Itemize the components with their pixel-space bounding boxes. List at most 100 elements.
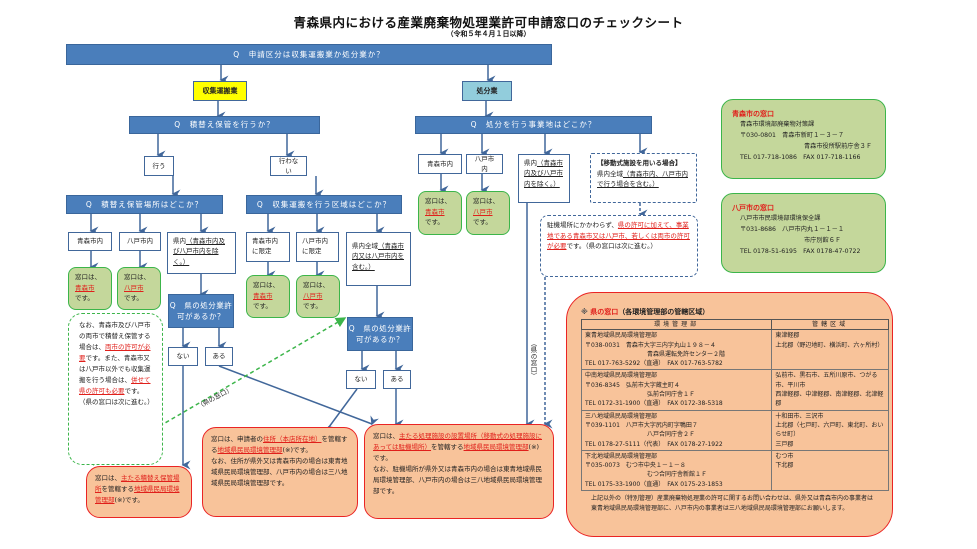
window-text: を管轄する bbox=[101, 485, 135, 494]
option-disposal-aomori[interactable]: 青森市内 bbox=[418, 154, 462, 174]
window-aomori-city-2: 窓口は、 青森市 です。 bbox=[246, 275, 290, 318]
office-address: 〒035-0073 むつ市中央１－１－８ bbox=[585, 462, 686, 470]
question-pref-permit-2: Q 県の処分業許可があるか？ bbox=[347, 317, 413, 351]
option-permit-no-2[interactable]: ない bbox=[346, 370, 376, 389]
window-text: です。 bbox=[253, 302, 272, 311]
window-aomori-city: 窓口は、 青森市 です。 bbox=[68, 267, 112, 310]
window-city-name: 八戸市 bbox=[303, 291, 323, 300]
prefecture-offices-heading: ※ 県の窓口（各環境管理部の管轄区域） bbox=[581, 307, 880, 317]
option-label: 県内全域 bbox=[597, 169, 623, 178]
window-highlight: 地域県民局環境管理部 bbox=[463, 443, 529, 452]
heading-red: 県の窓口 bbox=[590, 308, 619, 316]
option-storage-aomori[interactable]: 青森市内 bbox=[68, 232, 112, 251]
office-cell: 三八地域県民局環境管理部 〒039-1101 八戸市大字尻内町字鴨田７ 八戸合同… bbox=[580, 409, 773, 451]
table-row: 三八地域県民局環境管理部 〒039-1101 八戸市大字尻内町字鴨田７ 八戸合同… bbox=[580, 409, 889, 451]
window-text: 窓口は、 bbox=[303, 281, 329, 289]
arrow-nai-address-window bbox=[327, 388, 358, 436]
option-area-hachinohe[interactable]: 八戸市内に限定 bbox=[296, 232, 339, 262]
option-label: 県内 bbox=[524, 159, 537, 167]
window-text: なお、駐機場所が県外又は青森市内の場合は東青地域県民局環境管理部、八戸市内の場合… bbox=[373, 465, 542, 496]
option-permit-no-1[interactable]: ない bbox=[168, 347, 198, 366]
option-storage-no[interactable]: 行わない bbox=[270, 156, 307, 176]
question-transport-area: Q 収集運搬を行う区域はどこか？ bbox=[246, 195, 402, 214]
option-condition: （青森市内又は八戸市内を含む。） bbox=[352, 242, 404, 271]
office-phone: TEL 017-763-5292（直通） FAX 017-763-5782 bbox=[585, 360, 723, 368]
col-office: 環境管理部 bbox=[580, 318, 773, 331]
window-highlight: 地域県民局環境管理部 bbox=[217, 446, 283, 455]
option-permit-yes-1[interactable]: ある bbox=[205, 347, 233, 366]
office-building: 市庁別館６Ｆ bbox=[804, 236, 842, 244]
window-text: 窓口は、 bbox=[473, 197, 499, 205]
window-main-storage-site: 窓口は、主たる積替え保管場所を管轄する地域県民局環境管理部(※)です。 bbox=[86, 466, 192, 518]
option-storage-yes[interactable]: 行う bbox=[144, 156, 174, 176]
office-phone: TEL 017-718-1086 FAX 017-718-1166 bbox=[740, 153, 861, 161]
office-name: 中南地域県民局環境管理部 bbox=[585, 372, 658, 380]
question-main: Q 申請区分は収集運搬業か処分業か？ bbox=[66, 44, 552, 65]
note-text: 駐機場所にかかわらず、 bbox=[547, 221, 618, 229]
question-storage: Q 積替え保管を行うか？ bbox=[129, 116, 320, 134]
arrow-aru-facility-window bbox=[218, 365, 379, 426]
office-cell: 下北地域県民局環境管理部 〒035-0073 むつ市中央１－１－８ むつ合同庁舎… bbox=[580, 449, 773, 492]
office-name: 東青地域県民局環境管理部 bbox=[585, 332, 658, 340]
window-text: です。 bbox=[124, 294, 143, 303]
note-mobile-permit: 駐機場所にかかわらず、県の許可に加えて、事業地である青森市又は八戸市、若しくは両… bbox=[540, 215, 698, 277]
window-text: です。 bbox=[75, 294, 94, 303]
window-text: なお、住所が県外又は青森市内の場合は東青地域県民局環境管理部、八戸市内の場合は三… bbox=[211, 457, 348, 488]
area-cell: 十和田市、三沢市 上北郡（七戸町、六戸町、東北町、おいらせ町） 三戸郡 bbox=[771, 409, 889, 451]
window-text: 窓口は、 bbox=[75, 273, 101, 281]
office-dept: 青森市環境部廃棄物対策課 bbox=[740, 121, 815, 129]
note-storage-both-cities: なお、青森市及び八戸市の両市で積替え保管する場合は、両市の許可が必要です。また、… bbox=[68, 313, 163, 465]
office-building: 青森県運転免許センター２階 bbox=[647, 350, 726, 358]
note-highlight: 県の許可に加えて、事業地である青森市又は八戸市、若しくは両市の許可が必要 bbox=[547, 221, 690, 251]
option-storage-hachinohe[interactable]: 八戸市内 bbox=[119, 232, 161, 251]
option-area-prefecture[interactable]: 県内全域（青森市内又は八戸市内を含む。） bbox=[346, 232, 411, 286]
window-hachinohe-city-3: 窓口は、 八戸市 です。 bbox=[466, 191, 510, 235]
question-pref-permit-1: Q 県の処分業許可があるか？ bbox=[168, 294, 234, 328]
window-city-name: 青森市 bbox=[75, 283, 95, 292]
option-area-aomori[interactable]: 青森市内に限定 bbox=[246, 232, 290, 262]
window-highlight: 主たる積替え保管場所 bbox=[95, 474, 180, 494]
table-row: 下北地域県民局環境管理部 〒035-0073 むつ市中央１－１－８ むつ合同庁舎… bbox=[580, 449, 889, 492]
window-text: です。 bbox=[473, 218, 492, 227]
window-text: を管轄する bbox=[211, 435, 348, 455]
window-hachinohe-city-2: 窓口は、 八戸市 です。 bbox=[296, 275, 340, 318]
option-condition: （青森市内及び八戸市内を除く。） bbox=[524, 159, 563, 188]
office-building: 八戸合同庁舎２Ｆ bbox=[647, 431, 696, 439]
option-disposal-mobile[interactable]: 【移動式施設を用いる場合】 県内全域（青森市内、八戸市内で行う場合を含む。） bbox=[590, 153, 697, 203]
office-heading: 青森市の窓口 bbox=[732, 110, 774, 118]
window-city-name: 青森市 bbox=[253, 291, 273, 300]
option-disposal-prefecture[interactable]: 県内（青森市内及び八戸市内を除く。） bbox=[518, 154, 570, 203]
office-name: 下北地域県民局環境管理部 bbox=[585, 452, 658, 460]
note-text: です。また、青森市又は八戸市以外でも収集運搬を行う場合は、 bbox=[79, 354, 151, 385]
category-collect-transport[interactable]: 収集運搬業 bbox=[193, 81, 247, 101]
office-hachinohe-city: 八戸市の窓口 八戸市市民環境部環境保全課 〒031-8686 八戸市内丸１－１－… bbox=[721, 193, 886, 273]
office-building: 青森市役所駅前庁舎３Ｆ bbox=[804, 142, 873, 150]
note-text: です。（県の窓口は次に進む。） bbox=[79, 387, 154, 407]
window-text: 窓口は、 bbox=[124, 273, 150, 281]
window-highlight: 住所（本店所在地） bbox=[263, 435, 322, 443]
table-row: 中南地域県民局環境管理部 〒036-8345 弘前市大字蔵主町４ 弘前合同庁舎１… bbox=[580, 369, 889, 411]
question-storage-place: Q 積替え保管場所はどこか？ bbox=[66, 195, 223, 214]
area-cell: むつ市 下北郡 bbox=[771, 449, 889, 492]
area-cell: 東津軽郡 上北郡（野辺地町、横浜町、六ヶ所村） bbox=[771, 329, 889, 371]
window-hachinohe-city: 窓口は、 八戸市 です。 bbox=[117, 267, 161, 310]
window-text: 窓口は、 bbox=[95, 474, 121, 482]
office-address: 〒039-1101 八戸市大字尻内町字鴨田７ bbox=[585, 421, 698, 429]
option-condition: （青森市内及び八戸市内を除く。） bbox=[173, 237, 225, 266]
office-cell: 東青地域県民局環境管理部 〒038-0031 青森市大字三内字丸山１９８－４ 青… bbox=[580, 329, 773, 371]
window-text: (※)です。 bbox=[282, 446, 312, 455]
office-address: 〒038-0031 青森市大字三内字丸山１９８－４ bbox=[585, 341, 716, 349]
option-storage-prefecture[interactable]: 県内（青森市内及び八戸市内を除く。） bbox=[167, 232, 236, 274]
office-phone: TEL 0175-33-1900（直通） FAX 0175-23-1853 bbox=[585, 480, 723, 488]
office-address: 〒036-8345 弘前市大字蔵主町４ bbox=[585, 381, 680, 389]
note-text: です。（県の窓口は次に進む。） bbox=[566, 242, 657, 251]
office-building: むつ合同庁舎新館１Ｆ bbox=[647, 471, 708, 479]
option-disposal-hachinohe[interactable]: 八戸市内 bbox=[466, 154, 503, 174]
category-disposal[interactable]: 処分業 bbox=[462, 81, 512, 101]
office-cell: 中南地域県民局環境管理部 〒036-8345 弘前市大字蔵主町４ 弘前合同庁舎１… bbox=[580, 369, 773, 411]
window-text: 窓口は、申請者の bbox=[211, 435, 263, 443]
window-text: です。 bbox=[425, 218, 444, 227]
option-permit-yes-2[interactable]: ある bbox=[383, 370, 411, 389]
office-aomori-city: 青森市の窓口 青森市環境部廃棄物対策課 〒030-0801 青森市新町１－３－７… bbox=[721, 99, 886, 179]
window-city-name: 八戸市 bbox=[473, 207, 493, 216]
